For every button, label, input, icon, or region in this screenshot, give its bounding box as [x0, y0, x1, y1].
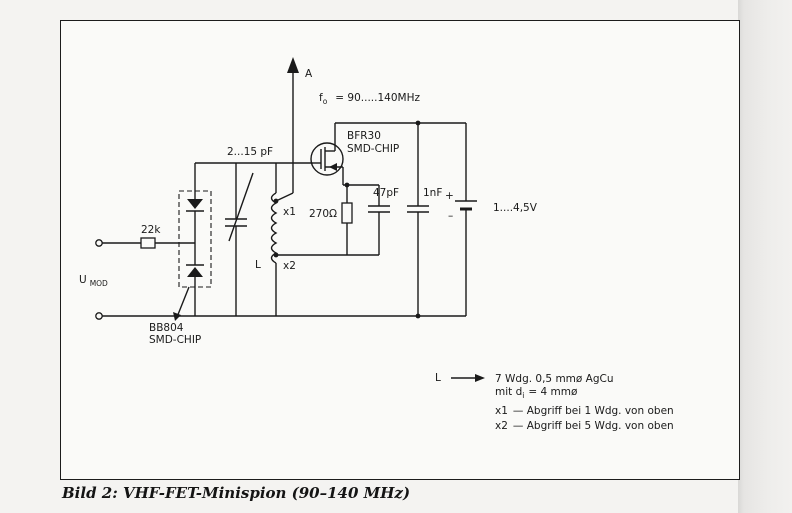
source-network	[341, 182, 390, 256]
capacitor-1nf	[407, 123, 429, 319]
battery-plus: +	[445, 190, 454, 202]
battery-label: 1....4,5V	[493, 202, 538, 214]
coil-L	[270, 61, 347, 316]
fet-transistor	[310, 120, 466, 185]
battery	[455, 123, 477, 316]
transistor-package: SMD-CHIP	[347, 143, 399, 155]
coil-label: L	[255, 259, 261, 271]
cap-47pf-label: 47pF	[373, 187, 399, 199]
resistor-22k	[140, 237, 195, 249]
note-coil-line2: mit di= 4 mmø	[495, 386, 578, 400]
trimmer-capacitor	[225, 163, 254, 316]
transistor-name: BFR30	[347, 130, 381, 142]
note-tap2: x2— Abgriff bei 5 Wdg. von oben	[495, 420, 674, 432]
tap2-label: x2	[283, 260, 296, 272]
figure-caption: Bild 2: VHF-FET-Minispion (90–140 MHz)	[62, 484, 411, 502]
antenna-arrow-icon	[287, 57, 299, 73]
battery-minus: –	[448, 210, 453, 222]
resistor-270-label: 270Ω	[309, 208, 337, 220]
tap1-label: x1	[283, 206, 296, 218]
varicap-package: SMD-CHIP	[149, 334, 201, 346]
resistor-22k-label: 22k	[141, 224, 161, 236]
coil-notes: L 7 Wdg. 0,5 mmø AgCu mit di= 4 mmø x1— …	[435, 372, 674, 432]
antenna-label: A	[305, 68, 313, 80]
note-tap1: x1— Abgriff bei 1 Wdg. von oben	[495, 405, 674, 417]
trimmer-label: 2...15 pF	[227, 146, 273, 158]
cap-1nf-label: 1nF	[423, 187, 442, 199]
input-terminals	[95, 239, 466, 320]
varicap-name: BB804	[149, 322, 184, 334]
frequency-label: fo= 90.....140MHz	[319, 92, 420, 106]
note-coil-ref: L	[435, 372, 441, 384]
varicap-diodes	[173, 163, 212, 321]
page-edge-shadow	[738, 0, 792, 513]
note-coil-line1: 7 Wdg. 0,5 mmø AgCu	[495, 373, 614, 385]
note-arrow-icon	[475, 374, 485, 382]
